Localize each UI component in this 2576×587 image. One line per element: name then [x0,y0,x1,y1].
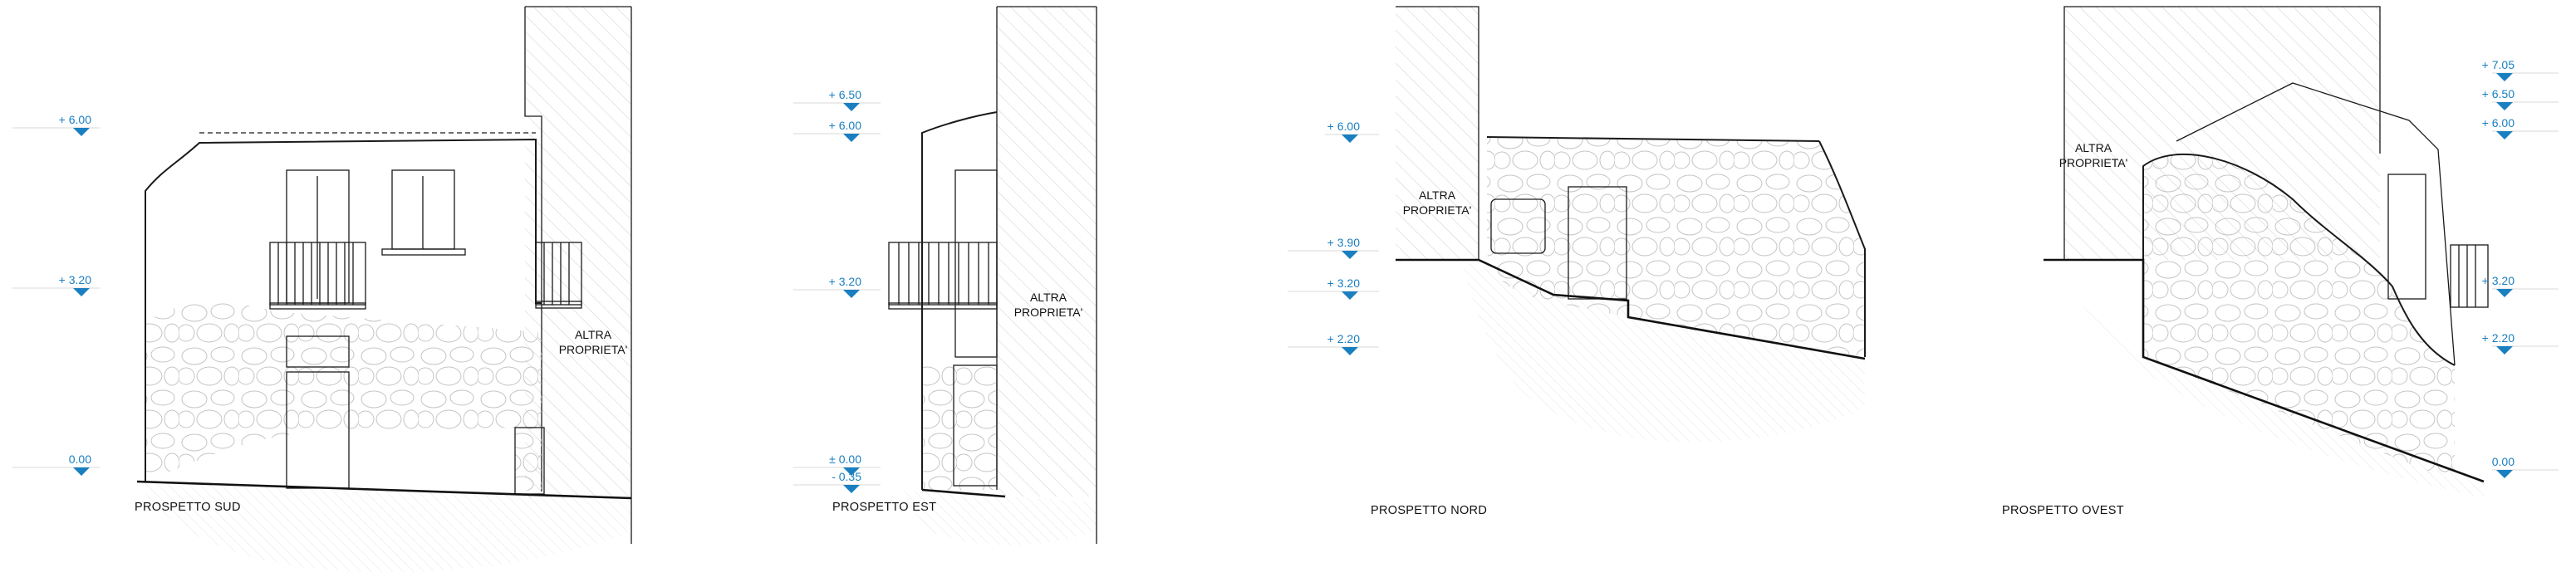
elevation-est [888,6,1097,545]
door-transom [286,335,350,368]
level-marker: + 6.50 [793,88,881,111]
level-triangle-icon [843,134,860,142]
level-triangle-icon [2496,289,2513,297]
level-marker: - 0.35 [793,470,881,493]
level-triangle-icon [73,467,90,476]
level-triangle-icon [2496,346,2513,355]
neighbor-label-ovest-2: PROPRIETA' [2059,156,2128,169]
stone-masonry [922,365,997,490]
level-label: + 2.20 [2482,331,2515,345]
level-marker: + 6.00 [2482,116,2559,139]
neighbor-property-hatch [1396,7,1479,260]
level-triangle-icon [1342,291,1358,300]
level-label: 0.00 [69,452,91,466]
level-triangle-icon [2496,131,2513,139]
level-marker: 0.00 [2492,455,2559,478]
stone-masonry [2143,154,2455,482]
level-marker: + 3.20 [12,273,100,296]
ground-line [136,480,632,500]
level-marker: + 3.20 [2482,274,2559,297]
level-label: + 3.90 [1327,236,1361,249]
balcony-railing [888,242,998,306]
level-label: - 0.35 [832,470,861,483]
level-triangle-icon [73,128,90,136]
stone-masonry [145,302,542,492]
level-marker: + 3.20 [793,275,881,298]
level-triangle-icon [1342,135,1358,143]
level-label: + 6.00 [1327,120,1361,133]
level-triangle-icon [843,290,860,298]
ground-line [1396,258,1866,360]
level-marker: 0.00 [12,452,100,476]
neighbor-label-sud-2: PROPRIETA' [559,343,628,356]
level-markers: + 6.00 + 3.20 0.00 + 6.50 + 6.00 + 3.20 ± 0.00… [12,58,2559,493]
elevation-nord [1396,6,1866,443]
level-marker: + 3.20 [1288,276,1379,300]
level-label: 0.00 [2492,455,2515,468]
title-prospetto-sud: PROSPETTO SUD [135,501,241,514]
level-label: ± 0.00 [829,452,861,466]
neighbor-property-hatch [525,7,631,498]
level-triangle-icon [843,467,860,476]
level-triangle-icon [843,103,860,111]
level-triangle-icon [1342,347,1358,355]
level-label: + 3.20 [829,275,862,288]
level-marker: ± 0.00 [793,452,881,476]
level-label: + 7.05 [2482,58,2515,71]
level-triangle-icon [2496,102,2513,110]
ground-line [921,488,1006,498]
ground-section-hatch [897,490,1097,545]
level-triangle-icon [2496,470,2513,478]
level-triangle-icon [2496,73,2513,81]
title-prospetto-ovest: PROSPETTO OVEST [2002,504,2124,517]
window-small [1490,198,1546,254]
level-label: + 6.50 [829,88,862,101]
level-marker: + 2.20 [1288,332,1379,355]
level-triangle-icon [1342,251,1358,259]
stone-masonry [1487,137,1865,357]
title-prospetto-nord: PROSPETTO NORD [1371,504,1487,517]
ground-floor-door [953,364,998,487]
level-marker: + 6.00 [793,119,881,142]
neighbor-labels: ALTRA PROPRIETA' ALTRA PROPRIETA' ALTRA … [559,141,2128,356]
window-upper [954,169,998,358]
level-label: + 6.00 [59,113,92,126]
neighbor-label-nord-1: ALTRA [1419,188,1456,202]
neighbor-label-sud-1: ALTRA [575,328,612,341]
balcony-railing [269,242,366,306]
neighbor-label-est-1: ALTRA [1030,291,1067,304]
neighbor-property-hatch [997,7,1097,497]
balcony-railing [2450,244,2489,308]
level-label: + 2.20 [1327,332,1361,345]
neighbor-label-ovest-1: ALTRA [2075,141,2112,154]
window [2387,174,2426,300]
neighbor-label-nord-2: PROPRIETA' [1403,203,1472,217]
title-prospetto-est: PROSPETTO EST [832,501,936,514]
elevation-ovest [2044,6,2489,498]
level-label: + 3.20 [59,273,92,286]
level-label: + 6.00 [2482,116,2515,130]
ground-line [2044,258,2485,483]
level-label: + 6.50 [2482,87,2515,100]
level-triangle-icon [73,288,90,296]
level-triangle-icon [843,485,860,493]
level-label: + 3.20 [2482,274,2515,287]
neighbor-label-est-2: PROPRIETA' [1014,306,1083,319]
elevation-titles: PROSPETTO SUD PROSPETTO EST PROSPETTO NO… [135,501,2124,517]
ground-section-hatch [137,482,631,573]
ground-section-hatch [1462,262,1865,443]
elevation-sud [136,6,632,573]
level-marker: + 2.20 [2482,331,2559,355]
level-label: + 3.20 [1327,276,1361,290]
level-marker: + 3.90 [1288,236,1379,259]
level-label: + 6.00 [829,119,862,132]
level-marker: + 7.05 [2482,58,2559,81]
level-marker: + 6.00 [12,113,100,136]
level-marker: + 6.00 [1325,120,1379,143]
level-marker: + 6.50 [2482,87,2559,110]
